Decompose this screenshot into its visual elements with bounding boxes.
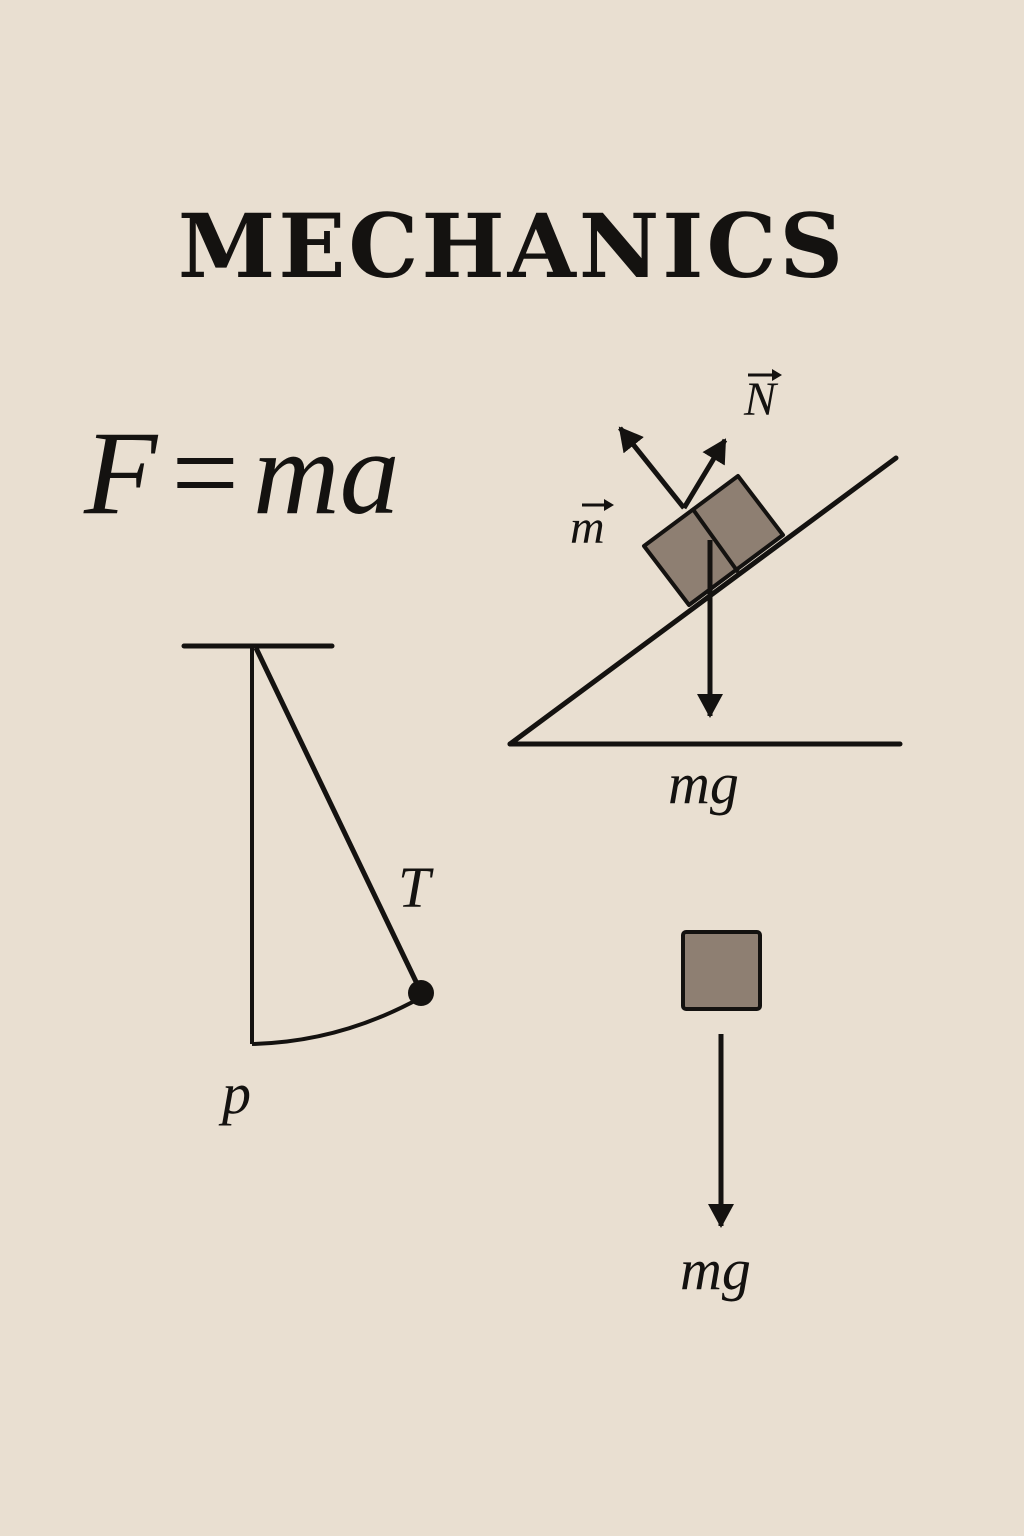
tension-label: T — [398, 855, 431, 920]
perpendicular-force-arrow — [618, 426, 686, 510]
hanging-block-diagram — [681, 930, 762, 1228]
pendulum-string — [253, 646, 423, 992]
normal-force-label: N — [744, 369, 782, 428]
normal-force-arrow — [681, 438, 728, 510]
vector-arrow-icon — [582, 499, 614, 511]
pendulum-point-label: p — [222, 1061, 251, 1126]
incline-slope-line — [507, 455, 899, 747]
equation-rhs: ma — [253, 406, 400, 539]
pendulum-bob — [408, 980, 434, 1006]
newton-second-law-equation: F=ma — [84, 408, 400, 538]
normal-force-letter: N — [744, 373, 777, 426]
page-title: MECHANICS — [177, 194, 847, 298]
vector-arrow-icon — [748, 369, 782, 381]
equation-equals-sign: = — [171, 406, 239, 539]
incline-plane-diagram — [507, 426, 903, 747]
hanging-block — [681, 930, 762, 1011]
pendulum-swing-arc — [251, 996, 421, 1046]
mass-vector-label: m — [570, 499, 614, 556]
mass-letter: m — [570, 501, 605, 554]
pendulum-diagram — [181, 643, 434, 1046]
incline-weight-label: mg — [668, 751, 739, 816]
block-divider-line — [690, 506, 740, 574]
hanging-weight-label: mg — [680, 1237, 751, 1302]
equation-lhs: F — [84, 406, 158, 539]
